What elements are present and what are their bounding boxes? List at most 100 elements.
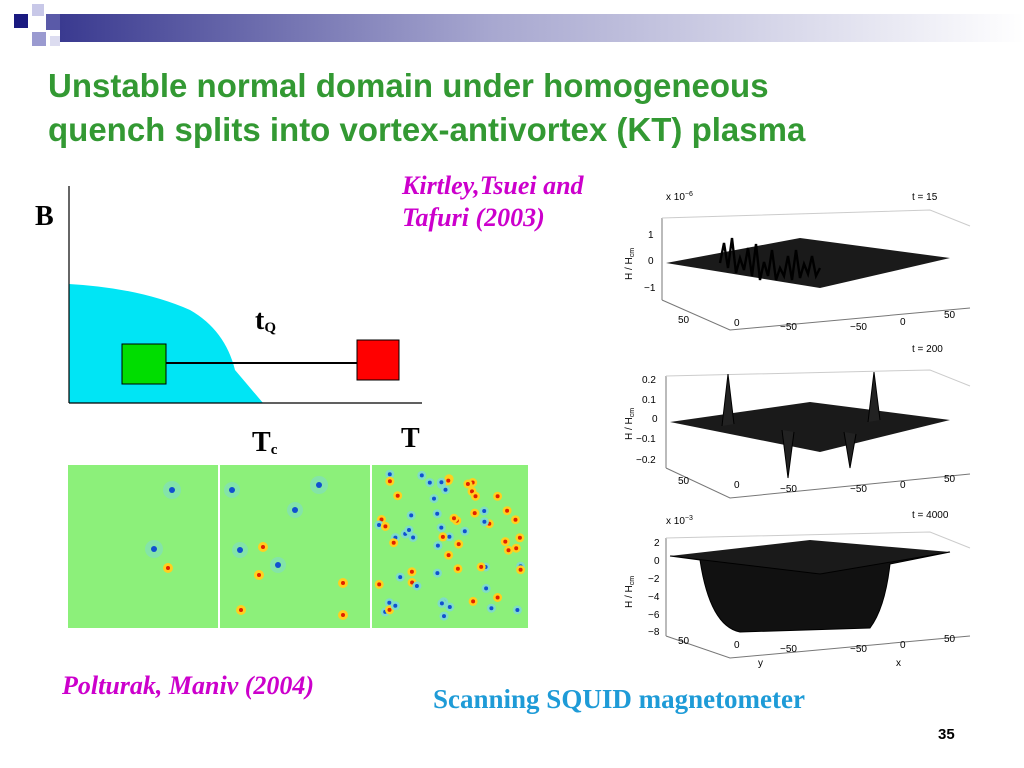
antivortex-core	[505, 508, 510, 513]
vortex-core	[407, 528, 411, 532]
vortex-core	[439, 601, 444, 606]
z-tick: 0	[648, 256, 654, 267]
y-tick: 50	[678, 315, 690, 326]
z-tick: −1	[644, 283, 656, 294]
antivortex-core	[455, 566, 460, 571]
y-tick: −50	[780, 322, 797, 333]
vortex-peak	[721, 373, 735, 427]
page-number: 35	[938, 726, 955, 743]
x-tick: 0	[900, 480, 906, 491]
y-tick: −50	[780, 484, 797, 495]
z-axis-label: H / Hcm	[624, 248, 636, 280]
z-tick: −4	[648, 592, 660, 603]
antivortex-core	[479, 564, 484, 569]
squid-plot-t200: t = 200 H / Hcm 0.2 0.1 0 −0.1 −0.2 50 0…	[624, 344, 971, 499]
antivortex-core	[506, 548, 511, 553]
y-tick: 0	[734, 640, 740, 651]
phase-diagram-graphic	[30, 170, 440, 470]
time-label: t = 15	[912, 192, 938, 203]
simulation-panel-3	[372, 465, 528, 640]
vortex-core	[435, 543, 440, 548]
antivortex-core	[410, 580, 415, 585]
y-tick: 0	[734, 318, 740, 329]
z-tick: 1	[648, 230, 654, 241]
vortex-markers	[374, 469, 526, 621]
antivortex-core	[391, 540, 396, 545]
antivortex-core	[517, 535, 522, 540]
x-tick: 50	[944, 634, 956, 645]
vortex-core	[409, 513, 414, 518]
start-state-box	[121, 343, 167, 385]
vortex-core	[435, 511, 440, 516]
vortex-markers	[224, 476, 348, 620]
vortex-core	[393, 603, 398, 608]
citation-kirtley: Kirtley,Tsuei and Tafuri (2003)	[402, 170, 584, 234]
y-tick: −50	[780, 644, 797, 655]
antivortex-core	[472, 511, 477, 516]
phase-diagram: B tQ Tc T	[30, 170, 440, 470]
vortex-markers	[145, 481, 181, 573]
x-axis-name: x	[896, 658, 901, 669]
antivortex-core	[495, 494, 500, 499]
tc-label: Tc	[252, 427, 278, 459]
axis-label-t: T	[401, 423, 420, 454]
scale-label: x 10−3	[666, 515, 693, 527]
vortex-peak	[867, 371, 881, 423]
antivortex-core	[377, 582, 382, 587]
y-axis-name: y	[758, 658, 763, 669]
vortex-core	[443, 487, 448, 492]
time-label: t = 200	[912, 344, 943, 355]
antivortex-core	[470, 489, 474, 494]
x-tick: 50	[944, 474, 956, 485]
antivortex-dip	[843, 431, 857, 469]
x-tick: 0	[900, 640, 906, 651]
slide-title: Unstable normal domain under homogeneous…	[48, 64, 1008, 152]
time-label: t = 4000	[912, 510, 949, 521]
vortex-core	[377, 523, 381, 527]
z-tick: 0	[654, 556, 660, 567]
z-tick: −8	[648, 627, 660, 638]
surface-well	[669, 551, 951, 633]
vortex-core	[427, 480, 432, 485]
x-tick: 50	[944, 310, 956, 321]
vortex-core	[439, 480, 444, 485]
vortex-core	[482, 519, 487, 524]
antivortex-core	[446, 478, 451, 483]
z-tick: −0.2	[636, 455, 656, 466]
antivortex-core	[514, 546, 519, 551]
antivortex-core	[446, 553, 451, 558]
z-tick: −6	[648, 610, 660, 621]
header-gradient-bar	[60, 14, 1024, 42]
squid-caption: Scanning SQUID magnetometer	[433, 684, 805, 714]
simulation-panel-1	[68, 465, 218, 640]
antivortex-core	[379, 517, 384, 522]
vortex-core	[484, 586, 489, 591]
vortex-core	[387, 472, 392, 477]
vortex-core	[447, 534, 452, 539]
y-tick: 50	[678, 476, 690, 487]
vortex-core	[387, 600, 392, 605]
tq-label: tQ	[255, 305, 276, 337]
vortex-core	[398, 575, 403, 580]
antivortex-core	[452, 516, 456, 521]
antivortex-dip	[781, 429, 795, 479]
vortex-core	[432, 496, 436, 501]
vortex-core	[442, 614, 446, 619]
antivortex-core	[473, 494, 478, 499]
citation-kirtley-line-2: Tafuri (2003)	[402, 203, 545, 232]
citation-polturak: Polturak, Maniv (2004)	[62, 671, 315, 700]
vortex-core	[435, 571, 440, 576]
antivortex-core	[495, 595, 500, 600]
title-line-1: Unstable normal domain under homogeneous	[48, 67, 769, 104]
antivortex-core	[471, 599, 476, 604]
antivortex-core	[383, 524, 388, 529]
x-tick: −50	[850, 484, 867, 495]
z-tick: 0	[652, 414, 658, 425]
vortex-core	[447, 605, 452, 609]
scale-label: x 10−6	[666, 191, 693, 203]
vortex-core	[419, 473, 424, 478]
x-tick: −50	[850, 644, 867, 655]
antivortex-core	[518, 567, 523, 572]
z-axis-label: H / Hcm	[624, 576, 636, 608]
z-axis-label: H / Hcm	[624, 408, 636, 440]
